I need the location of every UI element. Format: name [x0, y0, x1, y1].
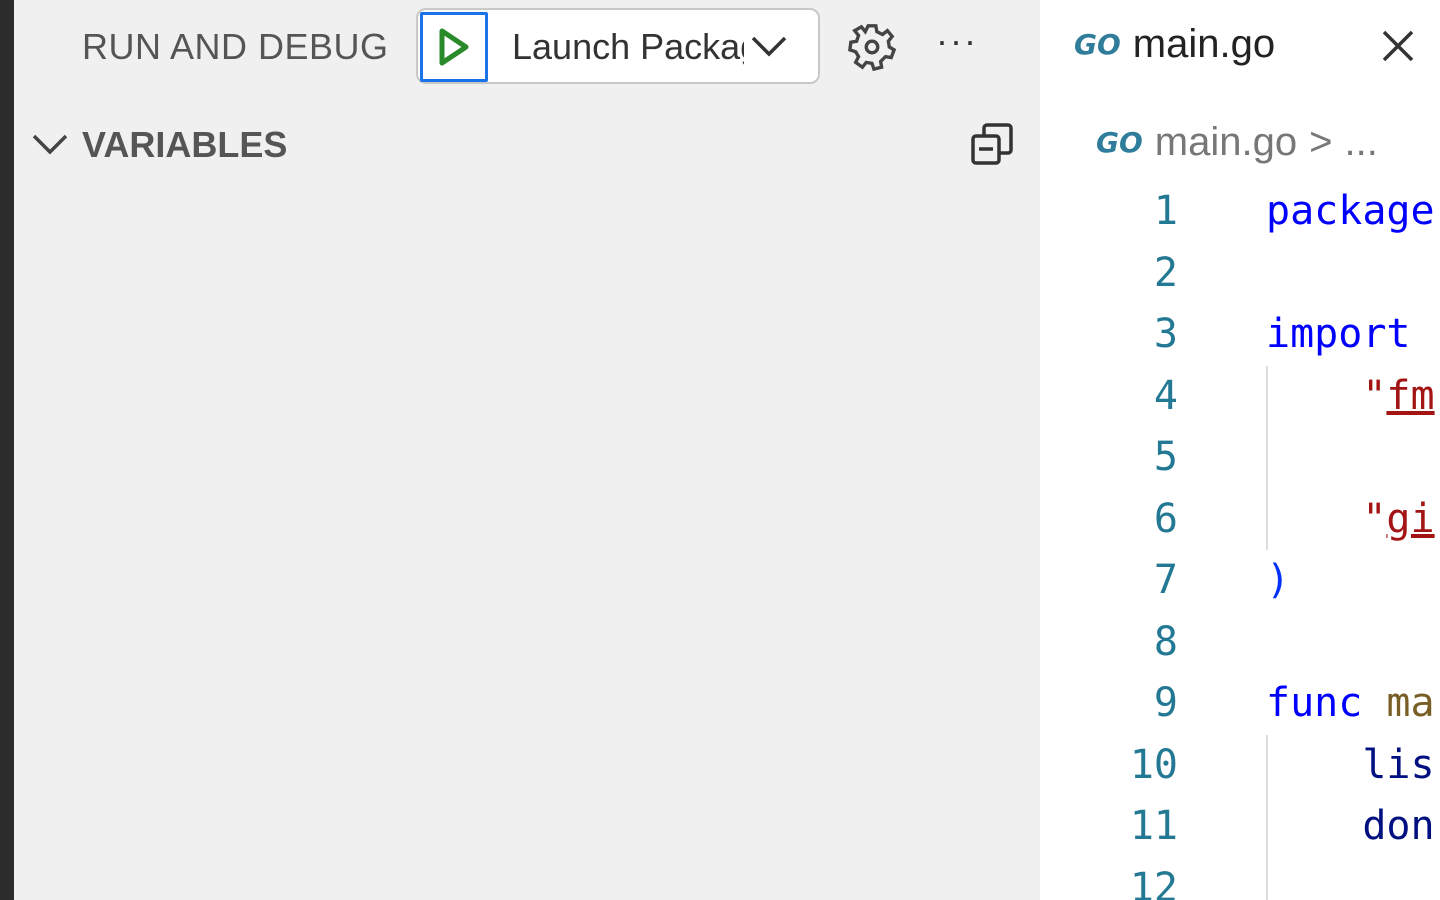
- go-file-icon: GO: [1096, 126, 1143, 159]
- line-number: 4: [1153, 372, 1178, 419]
- line-number: 8: [1153, 618, 1178, 665]
- breadcrumb-file[interactable]: main.go: [1154, 120, 1298, 164]
- code-text: package: [1266, 186, 1435, 236]
- line-number: 7: [1153, 557, 1178, 603]
- indent-guide: [1266, 366, 1268, 550]
- play-icon: [439, 28, 469, 66]
- code-line[interactable]: 5: [1040, 432, 1440, 494]
- code-text: "fm: [1266, 371, 1435, 421]
- more-actions-button[interactable]: ···: [936, 20, 978, 61]
- breadcrumb-separator: >: [1309, 120, 1333, 164]
- run-debug-sidebar: RUN AND DEBUG Launch Package ··· VARIABL…: [14, 0, 1040, 900]
- code-token: don: [1362, 803, 1435, 849]
- code-text: import: [1266, 309, 1411, 359]
- line-number: 3: [1153, 311, 1178, 357]
- chevron-down-icon[interactable]: [30, 128, 70, 160]
- code-line[interactable]: 9 func ma: [1040, 678, 1440, 740]
- code-text: ): [1266, 555, 1290, 605]
- line-number: 2: [1153, 249, 1178, 296]
- breadcrumb-symbols[interactable]: ...: [1344, 120, 1378, 164]
- launch-config-selector[interactable]: Launch Package: [416, 8, 820, 84]
- tab-label: main.go: [1132, 22, 1276, 66]
- code-text: lis: [1266, 740, 1435, 790]
- sidebar-title: RUN AND DEBUG: [82, 26, 389, 67]
- code-line[interactable]: 4 "fm: [1040, 371, 1440, 433]
- code-token: ): [1266, 557, 1291, 603]
- start-debugging-button[interactable]: [420, 12, 488, 82]
- activity-bar: [0, 0, 14, 900]
- line-number: 12: [1129, 864, 1178, 900]
- code-text: don: [1266, 801, 1435, 851]
- line-number: 5: [1153, 434, 1178, 480]
- code-token: func: [1266, 680, 1387, 726]
- tab-main-go[interactable]: GO main.go: [1074, 22, 1275, 67]
- indent-guide: [1266, 735, 1268, 900]
- code-token: gi: [1386, 495, 1435, 542]
- line-number: 9: [1153, 680, 1178, 726]
- code-token: [1266, 496, 1362, 542]
- code-token: ": [1362, 372, 1387, 419]
- code-line[interactable]: 2: [1040, 248, 1440, 310]
- code-line[interactable]: 8: [1040, 617, 1440, 679]
- code-token: package: [1266, 188, 1435, 234]
- gear-icon[interactable]: [846, 22, 898, 72]
- code-text: func ma: [1266, 678, 1435, 728]
- chevron-down-icon[interactable]: [750, 32, 788, 60]
- collapse-all-icon[interactable]: [970, 122, 1014, 166]
- code-token: [1266, 373, 1362, 419]
- code-token: lis: [1362, 741, 1435, 788]
- line-number: 11: [1129, 803, 1178, 849]
- go-file-icon: GO: [1074, 28, 1121, 61]
- close-icon[interactable]: [1380, 28, 1416, 64]
- code-line[interactable]: 11 don: [1040, 801, 1440, 863]
- code-token: ": [1362, 495, 1387, 542]
- code-token: ma: [1386, 680, 1435, 726]
- code-token: [1266, 803, 1362, 849]
- line-number: 6: [1153, 495, 1178, 542]
- code-token: [1266, 742, 1362, 788]
- code-line[interactable]: 10 lis: [1040, 740, 1440, 802]
- breadcrumb: GO main.go > ...: [1096, 120, 1378, 165]
- line-number: 10: [1129, 741, 1178, 788]
- code-token: fm: [1386, 372, 1435, 419]
- editor-area: GO main.go GO main.go > ... 1 package 2 3 im…: [1040, 0, 1440, 900]
- variables-section-header[interactable]: VARIABLES: [82, 124, 288, 165]
- line-number: 1: [1153, 188, 1178, 234]
- code-line[interactable]: 12: [1040, 863, 1440, 900]
- code-line[interactable]: 1 package: [1040, 186, 1440, 248]
- code-token: import: [1266, 311, 1411, 357]
- code-line[interactable]: 3 import: [1040, 309, 1440, 371]
- launch-config-name[interactable]: Launch Package: [512, 26, 744, 67]
- code-line[interactable]: 6 "gi: [1040, 494, 1440, 556]
- code-line[interactable]: 7): [1040, 555, 1440, 617]
- code-text: "gi: [1266, 494, 1435, 544]
